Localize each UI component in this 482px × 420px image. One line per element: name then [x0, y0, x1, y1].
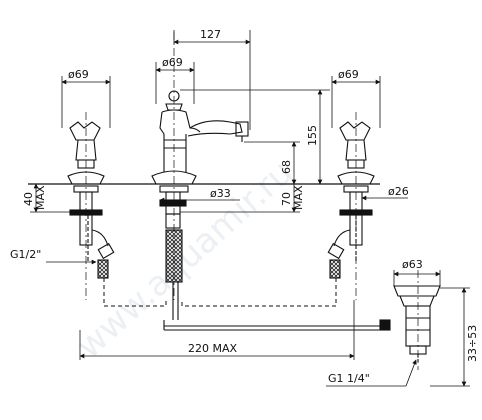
dim-127: 127: [200, 28, 221, 41]
right-handle-valve: [327, 121, 375, 279]
dim-thread-g-half: G1/2": [10, 248, 41, 261]
dim-drain-diameter: ø63: [402, 258, 423, 271]
dimension-lines: [30, 30, 470, 387]
dim-spout-diameter: ø69: [162, 56, 183, 69]
left-handle-valve: [67, 121, 115, 279]
dim-70-max: MAX: [292, 185, 305, 210]
dim-left-handle-diameter: ø69: [68, 68, 89, 81]
hose-connections: [103, 278, 337, 307]
dim-33-53: 33÷53: [466, 325, 479, 362]
dim-40: 40: [22, 192, 35, 206]
dim-155: 155: [306, 125, 319, 146]
dim-70: 70: [280, 192, 293, 206]
dim-hole-26: ø26: [388, 185, 409, 198]
dim-thread-g-1-1-4: G1 1/4": [328, 372, 370, 385]
dim-right-handle-diameter: ø69: [338, 68, 359, 81]
dim-40-max: MAX: [34, 185, 47, 210]
center-lines: [85, 32, 419, 370]
dim-68: 68: [280, 160, 293, 174]
dim-hole-33: ø33: [210, 187, 231, 200]
dim-220-max: 220 MAX: [188, 342, 238, 355]
